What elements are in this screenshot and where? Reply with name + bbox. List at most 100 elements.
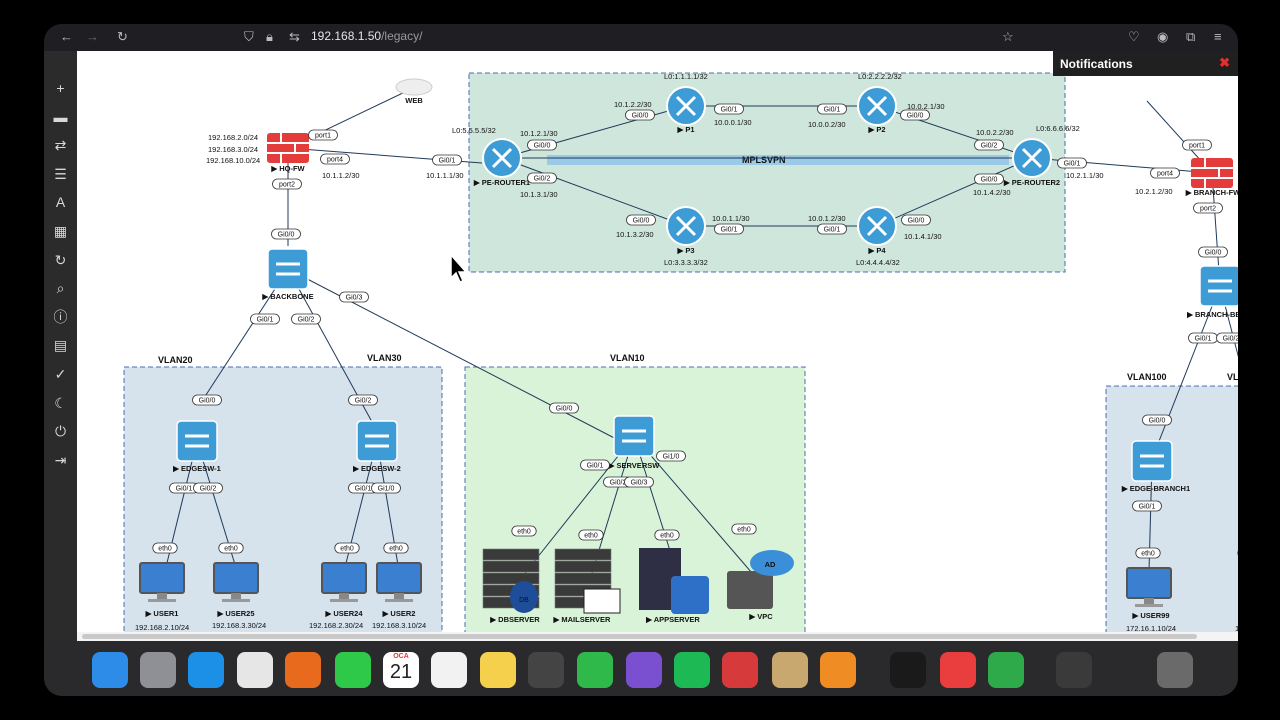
port-label: eth0 [340, 546, 354, 553]
extensions-icon[interactable]: ⧉ [1186, 29, 1196, 44]
text-icon[interactable]: A [55, 194, 66, 211]
permissions-icon[interactable]: ⇆ [289, 29, 300, 44]
port-pill [1150, 167, 1180, 179]
branch-fw[interactable] [1191, 158, 1233, 188]
edge-branch1[interactable] [1131, 440, 1173, 482]
branch-vlan-zone [1105, 385, 1238, 641]
moon-icon[interactable]: ☾ [54, 394, 67, 411]
topology-svg[interactable]: VLAN20VLAN30VLAN10VLAN100VLAN20MPLSVPNWE… [77, 51, 1238, 641]
user24-label: ▶ USER24 [324, 609, 363, 618]
dock-pages-icon[interactable] [820, 652, 856, 688]
web-cloud-icon[interactable] [395, 78, 433, 96]
dock-firefox-icon[interactable] [285, 652, 321, 688]
user2-pc[interactable] [376, 562, 422, 594]
dock-terminal-icon[interactable] [890, 652, 926, 688]
lock-icon[interactable]: 🔒︎ [266, 29, 273, 44]
dock-chrome-icon[interactable] [237, 652, 273, 688]
port-label: Gi0/1 [257, 317, 274, 324]
horizontal-scrollbar[interactable] [77, 632, 1238, 641]
dock-quill-icon[interactable] [626, 652, 662, 688]
hq-fw-label: ▶ HQ-FW [270, 164, 305, 173]
dock-notes-icon[interactable] [480, 652, 516, 688]
addr-10.0.2.1: 10.0.2.1/30 [907, 102, 945, 111]
pocket-icon[interactable]: ♡ [1128, 29, 1140, 44]
info-icon[interactable]: ⓘ [53, 308, 68, 325]
refresh-icon[interactable]: ↻ [54, 251, 67, 268]
dock-preview-icon[interactable] [1056, 652, 1092, 688]
port-pill [974, 173, 1004, 185]
port-pill [291, 313, 321, 325]
dock-launchpad-icon[interactable] [140, 652, 176, 688]
edgesw1[interactable] [176, 420, 218, 462]
list-icon[interactable]: ▤ [53, 337, 68, 354]
dock-facetime-icon[interactable] [335, 652, 371, 688]
user24-pc[interactable] [321, 562, 367, 594]
dock-camtasia-icon[interactable] [988, 652, 1024, 688]
port-label: Gi0/2 [355, 398, 372, 405]
dock-trash-icon[interactable] [1157, 652, 1193, 688]
dock-trash-app-icon[interactable] [772, 652, 808, 688]
dock-safari-icon[interactable] [188, 652, 224, 688]
align-left-icon[interactable]: ☰ [54, 165, 67, 182]
close-icon[interactable]: ✖ [1219, 55, 1230, 70]
port-pill [527, 139, 557, 151]
dock-spotify-icon[interactable] [674, 652, 710, 688]
hq-fw[interactable] [267, 133, 309, 163]
logout-icon[interactable]: ⇥ [54, 451, 67, 468]
branch-bbsw[interactable] [1199, 265, 1238, 307]
user1-pc-stand [157, 593, 167, 599]
user25-pc[interactable] [213, 562, 259, 594]
menu-icon[interactable]: ≡ [1214, 29, 1222, 44]
dock-reminders-icon[interactable] [431, 652, 467, 688]
account-icon[interactable]: ◉ [1157, 29, 1169, 44]
url-text[interactable]: 192.168.1.50/legacy/ [311, 29, 423, 43]
reload-icon[interactable]: ↻ [117, 29, 128, 44]
port-label: Gi0/0 [981, 177, 998, 184]
dock-numbers-icon[interactable] [577, 652, 613, 688]
dock-calculator-icon[interactable] [528, 652, 564, 688]
port-label: eth0 [517, 529, 531, 536]
port-label: Gi0/0 [278, 232, 295, 239]
user1-pc[interactable] [139, 562, 185, 594]
topology-canvas[interactable]: VLAN20VLAN30VLAN10VLAN100VLAN20MPLSVPNWE… [77, 51, 1238, 641]
back-icon[interactable]: ← [60, 29, 73, 44]
port-pill [654, 529, 680, 541]
p4-label: ▶ P4 [867, 246, 886, 255]
loopback-pe1: L0:5.5.5.5/32 [452, 126, 496, 135]
edge-branch1-label: ▶ EDGE-BRANCH1 [1121, 484, 1190, 493]
power-icon[interactable]: ⏻ [54, 423, 67, 440]
hdd-icon[interactable]: ▬ [53, 108, 68, 125]
zoom-icon[interactable]: ⌕ [56, 280, 65, 297]
forward-icon[interactable]: → [86, 29, 99, 44]
port-pill [656, 450, 686, 462]
bookmark-star-icon[interactable]: ☆ [1002, 29, 1014, 44]
mpls-tunnel-bar [547, 155, 1009, 165]
swap-icon[interactable]: ⇄ [54, 137, 67, 154]
port-pill [901, 214, 931, 226]
serversw[interactable] [613, 415, 655, 457]
user99-pc[interactable] [1126, 567, 1172, 599]
user10-label: ▶ USER10 [1237, 611, 1238, 620]
check-circle-icon[interactable]: ✓ [54, 366, 67, 382]
scroll-thumb[interactable] [82, 634, 1197, 639]
port-pill [339, 291, 369, 303]
dock-pdf-icon[interactable] [722, 652, 758, 688]
dock-anydesk-icon[interactable] [940, 652, 976, 688]
plus-icon[interactable]: + [56, 80, 65, 96]
port-label: eth0 [389, 546, 403, 553]
vpc-label: ▶ VPC [748, 612, 773, 621]
ad-badge: AD [765, 560, 776, 569]
port-pill [817, 223, 847, 235]
dock-finder-icon[interactable] [92, 652, 128, 688]
port-label: eth0 [1141, 551, 1155, 558]
backbone-switch[interactable] [267, 248, 309, 290]
port-label: eth0 [224, 546, 238, 553]
addr-10.1.4.1: 10.1.4.1/30 [904, 232, 942, 241]
edgesw2[interactable] [356, 420, 398, 462]
link-line [201, 268, 289, 402]
grid-icon[interactable]: ▦ [53, 223, 68, 239]
mail-server-unit [554, 548, 612, 561]
vpc-server[interactable] [727, 571, 773, 609]
shield-icon[interactable]: ⛉ [244, 29, 254, 44]
